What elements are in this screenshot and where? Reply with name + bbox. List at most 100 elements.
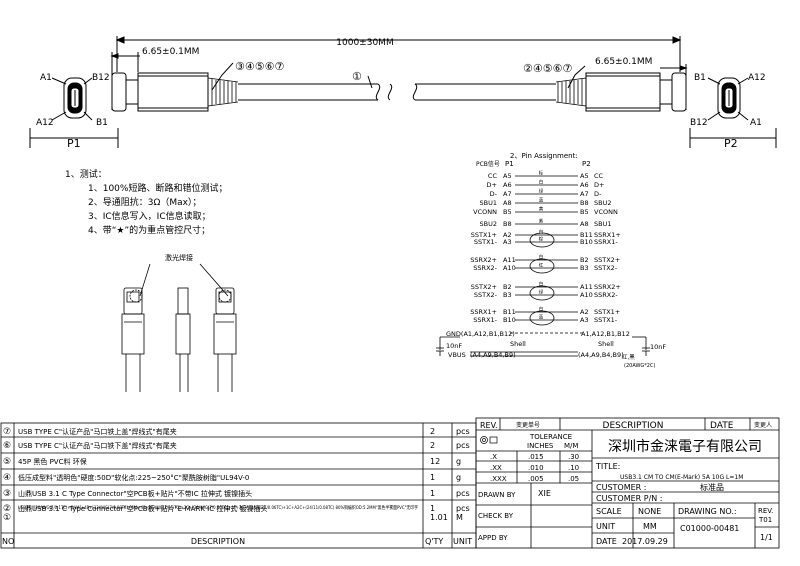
bom-unit: pcs [456,427,470,436]
p2-pin-bl: B12 [690,118,708,128]
pin-signal-right: SSTX1- [594,316,618,324]
pin-signal-right: SSRX2- [594,291,618,299]
wire-color: 白 [539,254,544,261]
wire-color: 白 [539,281,544,288]
projection-symbol-icon [489,436,498,444]
bom-unit: g [456,473,461,482]
pin-signal-left: SSTX2+ [471,283,497,291]
gnd-left: GND(A1,A12,B1,B12) [446,330,515,338]
wire-color: 红 [539,262,544,269]
laser-weld-sketch [121,263,237,392]
pin-number-left: A2 [503,231,512,239]
p1-pin-bl: A12 [36,118,54,128]
pin-signal-left: SSTX1- [474,238,498,246]
date-value: 2017.09.29 [622,537,668,546]
drawing-no-value: C01000-00481 [680,524,739,533]
right-callout: ②④⑤⑥⑦ [523,62,572,75]
p1-column-label: P1 [505,160,514,168]
tolerance-key: .XXX [490,475,507,483]
laser-weld-label: 激光焊接 [165,253,193,262]
scale-value: NONE [638,507,661,516]
bom-header-unit: UNIT [453,537,472,546]
customer-label: CUSTOMER : [596,483,646,492]
drawn-by-label: DRAWN BY [478,491,516,499]
pin-signal-left: SSTX1+ [471,231,497,239]
changer-label: 变更人 [754,421,772,429]
title-block-text: REV. 变更单号 DESCRIPTION DATE 变更人 TOLERANCE… [478,421,773,546]
p2-label: P2 [724,137,738,150]
tolerance-mm: .10 [568,464,579,472]
pin-signal-left: D+ [487,181,497,189]
vbus-awg: (20AWG*2C) [624,363,655,369]
cable-callout: ① [352,70,362,83]
bom-description: USB3.1"[20AWG(7/0.1TC)+OAM]+4P+[32AWG(7/… [18,504,418,511]
notes-heading: 1、测试： [65,168,107,180]
drawn-by-value: XIE [538,489,551,498]
pin-number-right: B2 [580,256,589,264]
bom-no: ④ [3,473,11,483]
bom-description: USB TYPE C"认证产品"马口铁下盖"焊线式"有尾夹 [18,441,177,450]
wire-color: 紫 [539,219,544,225]
pin-number-left: A8 [503,199,512,207]
pin-signal-left: VCONN [473,208,497,216]
pin-signal-right: CC [594,172,604,180]
pin-signal-right: SSTX1+ [594,308,620,316]
bom-qty: 1 [430,473,435,482]
tolerance-label: TOLERANCE [529,433,572,441]
tolerance-mm: .05 [568,475,579,483]
pin-number-left: B5 [503,208,512,216]
pin-signal-left: SSRX2+ [470,256,497,264]
date-label: DATE [710,421,734,431]
pin-number-left: A7 [503,190,512,198]
check-by-label: CHECK BY [478,512,514,520]
pin-signal-left: SSRX1+ [470,308,497,316]
bom-unit: pcs [456,441,470,450]
wire-color: 标 [539,170,544,177]
pin-signal-right: SBU2 [594,199,611,207]
pin-number-left: B11 [503,308,516,316]
pin-signal-right: SSRX1+ [594,231,621,239]
cap-right: 10nF [650,343,666,351]
pin-number-right: B10 [580,238,593,246]
left-plug-dim: 6.65±0.1MM [142,47,199,57]
pin-signal-right: SSTX2+ [594,256,620,264]
pin-number-right: B11 [580,231,593,239]
pin-signal-right: SBU1 [594,220,611,228]
title-block [475,417,780,549]
sheet-value: 1/1 [760,533,773,542]
bom-qty: 2 [430,441,435,450]
p1-end-view [29,77,119,148]
bom-unit: pcs [456,504,470,513]
pin-number-left: A6 [503,181,512,189]
projection-symbol-icon [480,436,488,444]
tolerance-inches: .015 [528,453,544,461]
bom-unit: pcs [456,489,470,498]
scale-label: SCALE [596,507,622,516]
pin-signal-left: SSRX2- [473,264,497,272]
rev-label: REV. [480,421,498,430]
tolerance-mm: .30 [568,453,579,461]
wire-color: 白 [539,229,544,236]
bom-unit: g [456,457,461,466]
bom-description: 山鼎USB 3.1 C Type Connector"空PCB板+贴片"不带IC… [18,489,252,498]
pin-number-right: A2 [580,308,589,316]
pin-signal-left: SBU1 [480,199,497,207]
tolerance-key: .X [490,453,497,461]
customer-value: 标准品 [700,482,724,492]
vbus-wire-note: 红,黑 [622,353,635,361]
wire-color: 绿 [539,289,544,296]
appd-by-label: APPD BY [478,534,508,542]
tolerance-inches: .005 [528,475,544,483]
title-label: TITLE: [595,462,620,471]
pin-number-left: B3 [503,291,512,299]
note-item: 3、IC信息写入，IC信息读取； [88,210,211,222]
right-plug-dim: 6.65±0.1MM [595,57,652,67]
pin-signal-right: SSRX2+ [594,283,621,291]
pin-number-right: A6 [580,181,589,189]
vbus-left-pins: (A4,A9,B4,B9) [470,351,516,359]
pin-number-right: A7 [580,190,589,198]
drawing-no-label: DRAWING NO.: [678,507,737,516]
note-item: 1、100%短路、断路和错位测试； [88,182,227,194]
p1-pin-tr: B12 [92,73,110,83]
